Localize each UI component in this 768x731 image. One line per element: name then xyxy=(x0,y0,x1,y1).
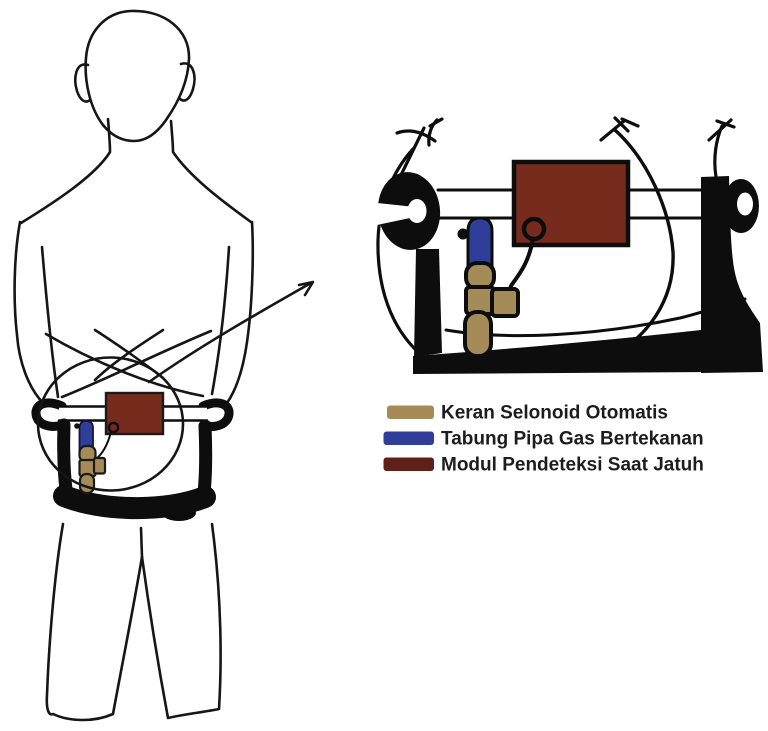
detail-right-buckle-hole xyxy=(737,192,753,216)
legend-item-valve: Keran Selonoid Otomatis xyxy=(387,403,668,424)
legend-label-gas-tube: Tabung Pipa Gas Bertekanan xyxy=(441,429,704,450)
zoom-arrow-head xyxy=(297,280,315,297)
airbag-left-curve xyxy=(376,147,421,355)
wire-small xyxy=(95,431,112,460)
legend-label-fall-module: Modul Pendeteksi Saat Jatuh xyxy=(441,455,704,476)
legend-swatch-gas-tube xyxy=(383,431,434,445)
person-right-arm-outer xyxy=(225,220,255,405)
person-left-ear xyxy=(74,63,92,103)
legend-label-valve: Keran Selonoid Otomatis xyxy=(441,403,668,424)
detail-left-knot xyxy=(395,117,444,179)
person-left-shoulder xyxy=(19,117,112,225)
person-right-arm-inner xyxy=(210,245,231,396)
pouch-bottom-band xyxy=(53,485,216,520)
person-forearm-edge-2 xyxy=(93,328,165,382)
detail-frame-left-bar xyxy=(414,249,442,357)
person-crotch-line xyxy=(139,526,144,559)
detail-module xyxy=(511,159,631,248)
belt-left-loop xyxy=(31,398,67,431)
valve-small xyxy=(78,444,107,495)
pouch-bottom-blob xyxy=(162,505,196,521)
detail-middle-knot xyxy=(599,116,640,142)
person-figure xyxy=(13,9,255,722)
module-small xyxy=(104,391,165,436)
person-head xyxy=(84,9,191,143)
detail-frame-bottom-bar xyxy=(413,329,714,374)
waist-device xyxy=(31,391,234,521)
detail-gas-cylinder xyxy=(466,216,494,269)
magnifier-circle xyxy=(36,356,185,492)
detail-cylinder-cap-dot xyxy=(457,228,469,240)
detail-left-buckle xyxy=(377,172,441,250)
detail-right-string xyxy=(707,118,736,179)
person-right-shoulder xyxy=(169,119,253,224)
gas-cylinder-small xyxy=(78,420,94,453)
legend-swatch-valve xyxy=(387,405,434,419)
zoom-arrow-shaft xyxy=(147,281,313,384)
legend-swatch-fall-module xyxy=(383,457,434,471)
zoom-arrow xyxy=(147,280,315,384)
person-left-arm-inner xyxy=(40,245,60,399)
person-left-leg xyxy=(45,522,144,722)
person-forearm-cross-2 xyxy=(60,329,213,399)
legend: Keran Selonoid Otomatis Tabung Pipa Gas … xyxy=(383,403,704,476)
detail-right-buckle-bar xyxy=(701,176,763,373)
legend-item-fall-module: Modul Pendeteksi Saat Jatuh xyxy=(383,455,704,476)
module-connector-small xyxy=(107,421,120,434)
person-right-leg xyxy=(140,522,222,720)
cylinder-cap-dot-small xyxy=(74,423,80,429)
detail-view xyxy=(376,116,763,374)
legend-item-gas-tube: Tabung Pipa Gas Bertekanan xyxy=(383,429,704,450)
person-left-arm-outer xyxy=(13,220,46,406)
pouch-right-bar xyxy=(197,419,213,500)
belt-right-loop xyxy=(198,398,234,431)
detail-valve xyxy=(463,261,520,358)
